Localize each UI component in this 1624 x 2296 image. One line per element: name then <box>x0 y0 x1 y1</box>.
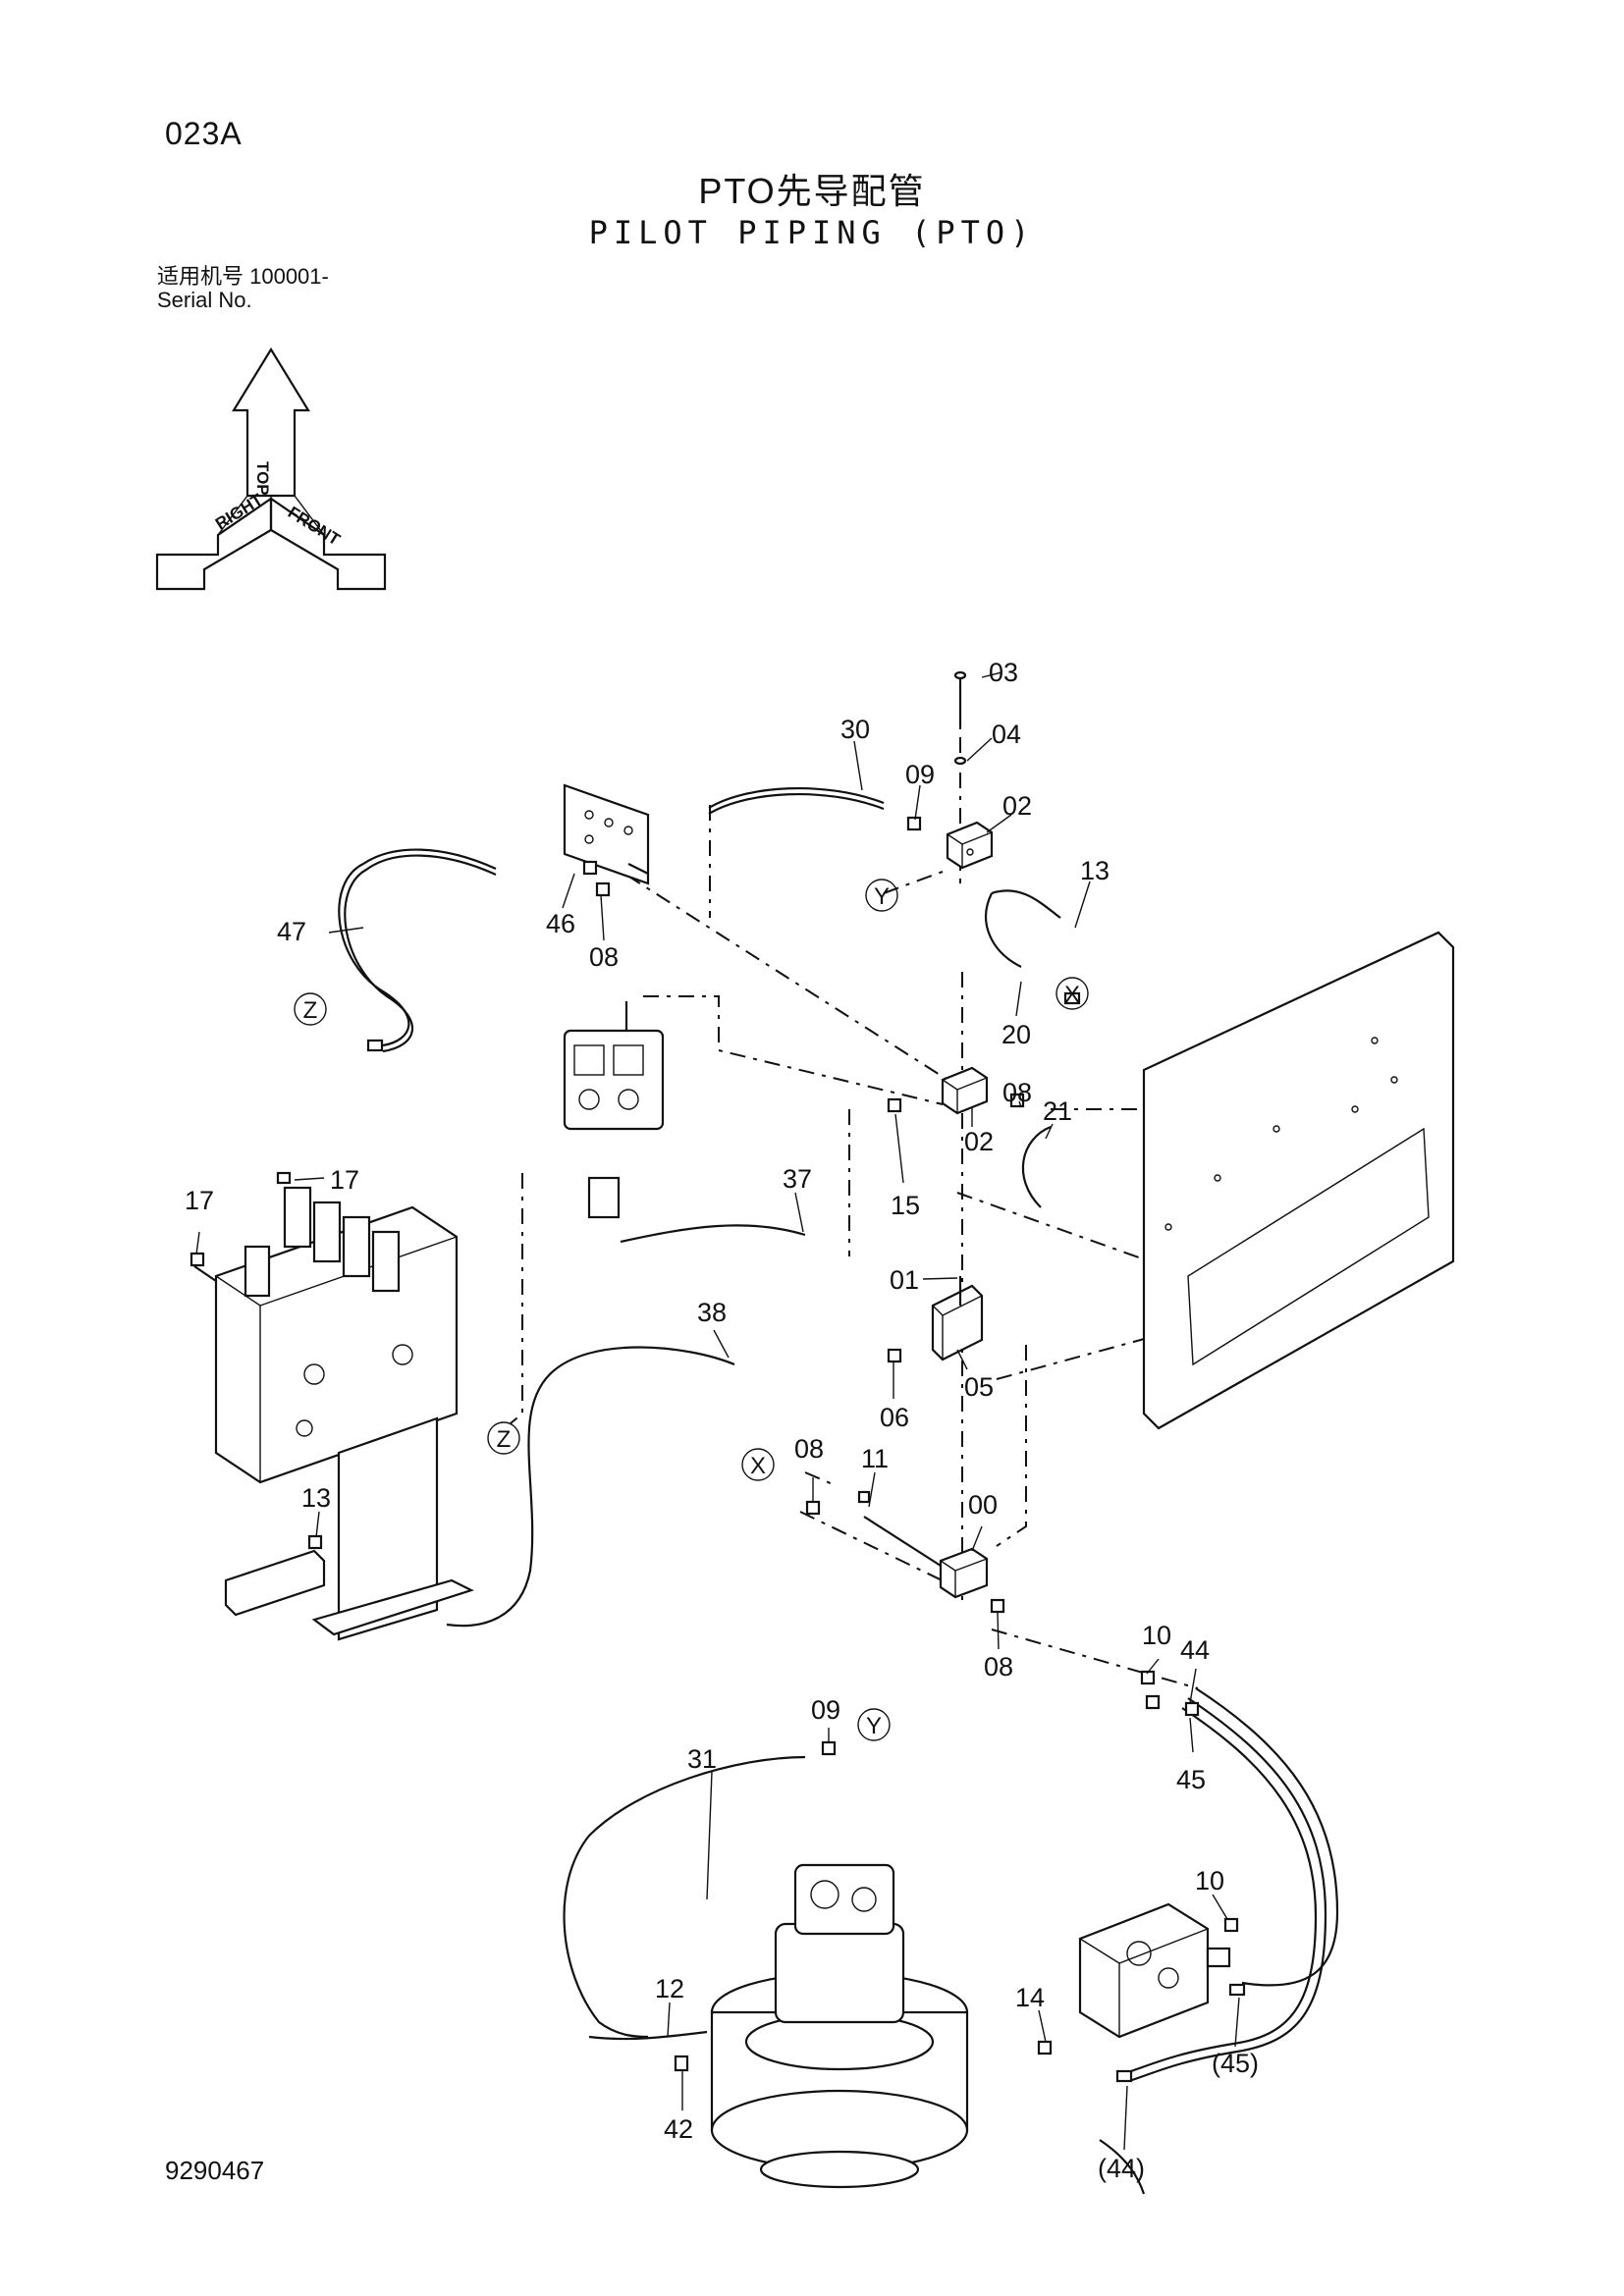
label-38: 38 <box>697 1298 727 1327</box>
ref-y1: Y <box>874 883 890 910</box>
label-08d: 08 <box>984 1652 1013 1682</box>
title-english: PILOT PIPING (PTO) <box>588 214 1036 251</box>
hose-38 <box>446 1346 735 1628</box>
ref-circle-y1 <box>865 879 898 912</box>
bracket-05 <box>931 1276 984 1362</box>
label-06: 06 <box>880 1403 909 1432</box>
ref-z1: Z <box>303 997 318 1024</box>
label-08a: 08 <box>589 942 619 972</box>
label-05: 05 <box>964 1372 994 1402</box>
label-42: 42 <box>664 2114 693 2144</box>
label-09a: 09 <box>905 760 935 789</box>
label-20: 20 <box>1001 1020 1031 1049</box>
label-46: 46 <box>546 909 575 938</box>
ref-circle-y2 <box>857 1708 891 1741</box>
label-44-ref: (44) <box>1098 2154 1145 2183</box>
label-30: 30 <box>840 715 870 744</box>
label-01: 01 <box>890 1265 919 1295</box>
label-08c: 08 <box>794 1434 824 1464</box>
label-17a: 17 <box>330 1165 359 1195</box>
hose-45 <box>1195 1687 1339 1987</box>
label-17b: 17 <box>185 1186 214 1215</box>
hose-47-inner <box>344 854 497 1053</box>
ref-circle-z1 <box>294 992 327 1026</box>
control-valve-main <box>193 1186 474 1641</box>
ref-circle-z2 <box>487 1421 520 1455</box>
serial-label-en: Serial No. <box>157 288 252 312</box>
label-00: 00 <box>968 1490 998 1520</box>
label-13a: 13 <box>1080 856 1110 885</box>
ref-z2: Z <box>497 1426 512 1453</box>
label-47: 47 <box>277 917 306 946</box>
bracket-13-lower <box>224 1549 326 1617</box>
bracket-plate-upper <box>563 783 650 885</box>
ref-circle-x2 <box>741 1448 775 1481</box>
block-02-middle <box>941 1066 989 1115</box>
hose-37 <box>620 1224 806 1244</box>
label-02a: 02 <box>1002 791 1032 821</box>
label-03: 03 <box>989 658 1018 687</box>
bolt-03 <box>953 670 967 766</box>
label-37: 37 <box>783 1164 812 1194</box>
orient-right-label: RIGHT <box>212 490 266 533</box>
ref-circle-x1 <box>1056 977 1089 1010</box>
hose-20 <box>991 889 1061 919</box>
label-31: 31 <box>687 1744 717 1774</box>
hoses <box>338 786 1339 2195</box>
ref-x1: X <box>1064 982 1080 1008</box>
pilot-valve-center <box>563 1001 665 1219</box>
orientation-indicator: TOP RIGHT FRONT <box>155 347 387 591</box>
label-11: 11 <box>861 1444 889 1473</box>
hose-44-inner <box>1124 1707 1318 2075</box>
ref-x2: X <box>750 1453 766 1479</box>
hose-30 <box>708 786 885 809</box>
hose-31 <box>563 1755 806 2039</box>
label-04: 04 <box>992 720 1021 749</box>
label-12: 12 <box>655 1974 684 2003</box>
ref-y2: Y <box>866 1713 882 1739</box>
hose-20b <box>985 892 1022 968</box>
label-14: 14 <box>1015 1983 1045 2012</box>
drawing-number: 9290467 <box>165 2156 265 2185</box>
label-02b: 02 <box>964 1127 994 1156</box>
page-code: 023A <box>165 116 243 151</box>
block-02-upper <box>946 821 994 870</box>
label-08b: 08 <box>1002 1078 1032 1107</box>
swing-motor <box>710 1863 969 2189</box>
orient-top-label: TOP <box>253 461 272 496</box>
hose-21 <box>1021 1125 1052 1208</box>
label-13b: 13 <box>301 1483 331 1513</box>
components <box>189 670 1455 2189</box>
leader-lines <box>195 671 1240 2151</box>
pto-valve <box>1078 1902 1231 2039</box>
serial-number-block: 适用机号 100001- Serial No. <box>157 265 329 312</box>
label-09b: 09 <box>811 1695 840 1725</box>
label-15: 15 <box>891 1191 920 1220</box>
label-10a: 10 <box>1142 1621 1171 1650</box>
hose-47 <box>338 848 497 1047</box>
hose-44 <box>1128 1697 1327 2083</box>
label-45-ref: (45) <box>1212 2049 1259 2078</box>
mounting-plate-right <box>1142 931 1455 1430</box>
hose-12 <box>588 2030 708 2041</box>
hose-30-inner <box>708 792 885 815</box>
label-21: 21 <box>1043 1096 1072 1126</box>
label-10b: 10 <box>1195 1866 1224 1896</box>
label-45: 45 <box>1176 1765 1206 1794</box>
title-chinese: PTO先导配管 <box>698 171 926 211</box>
label-44: 44 <box>1180 1635 1210 1665</box>
hose-14 <box>1099 2139 1146 2195</box>
block-00-lower <box>863 1516 989 1599</box>
part-labels: 03 04 30 09 02 13 47 46 08 20 08 21 02 1… <box>185 658 1259 2183</box>
serial-label-cn: 适用机号 100001- <box>157 264 329 289</box>
reference-marks: Y X Z Z X Y <box>294 879 1089 1741</box>
fittings <box>189 816 1246 2083</box>
